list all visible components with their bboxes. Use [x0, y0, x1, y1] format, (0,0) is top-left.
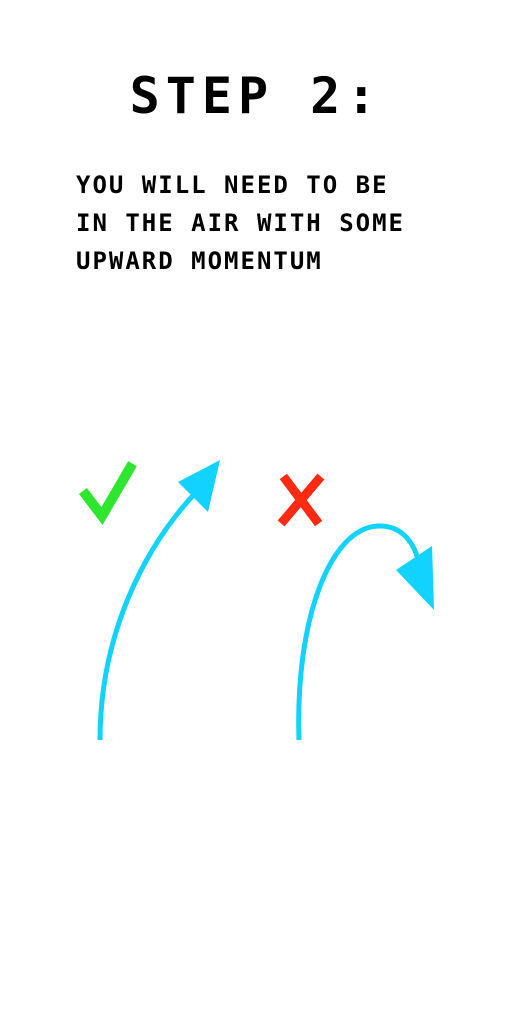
instruction-line-1: YOU WILL NEED TO BE	[76, 171, 389, 199]
momentum-diagram-svg	[78, 460, 434, 741]
instruction-line-3: UPWARD MOMENTUM	[76, 247, 323, 275]
step-title: STEP 2:	[129, 67, 383, 125]
cross-icon	[277, 473, 325, 527]
instruction-line-2: IN THE AIR WITH SOME	[76, 209, 405, 237]
falling-arrow-icon	[296, 523, 434, 741]
step-instructions: YOU WILL NEED TO BE IN THE AIR WITH SOME…	[76, 166, 456, 280]
upward-arrow-icon	[97, 460, 220, 741]
momentum-diagram	[0, 440, 512, 760]
check-icon	[78, 461, 137, 525]
